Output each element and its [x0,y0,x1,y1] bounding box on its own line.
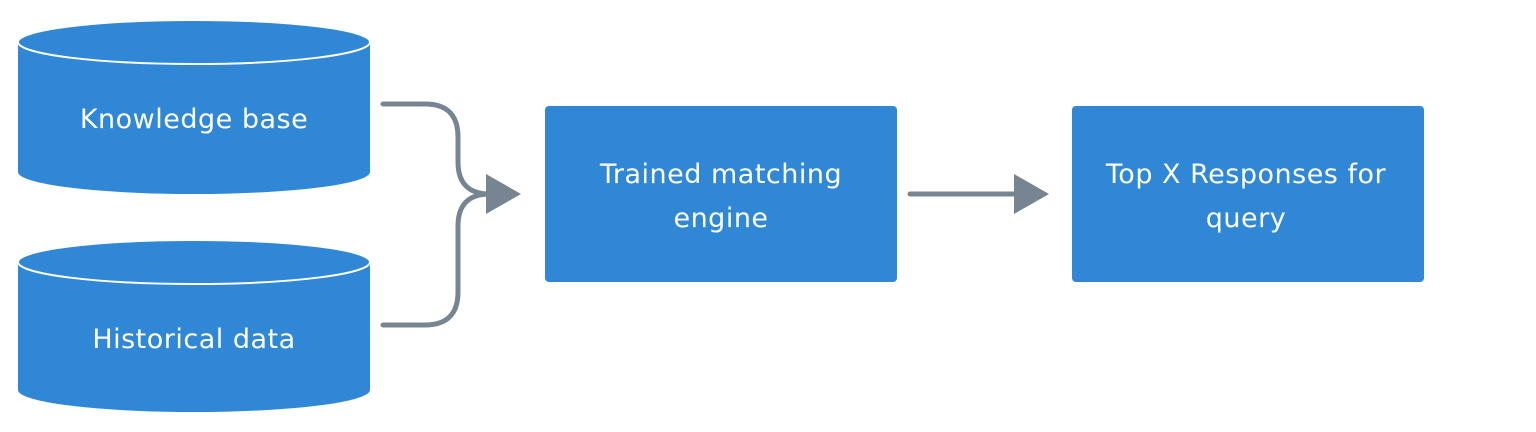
matching-engine-node: Trained matching engine [545,106,897,282]
top-responses-box [1072,106,1424,282]
historical-data-connector [380,191,493,328]
top-responses-label-line1: Top X Responses for [1105,159,1387,190]
historical-data-node: Historical data [17,239,371,412]
top-responses-label-line2: query [1206,203,1286,234]
matching-engine-box [545,106,897,282]
knowledge-base-cylinder-body [18,42,370,194]
knowledge-base-label: Knowledge base [80,104,308,135]
historical-data-cylinder-body [18,262,370,412]
matching-engine-label-line2: engine [673,203,768,234]
top-responses-node: Top X Responses for query [1072,106,1424,282]
knowledge-base-cylinder-top [17,19,371,65]
historical-data-label: Historical data [92,324,295,355]
knowledge-base-node: Knowledge base [17,19,371,194]
knowledge-base-connector [380,101,493,197]
matching-engine-label-line1: Trained matching [599,159,842,190]
historical-data-cylinder-top [17,239,371,285]
